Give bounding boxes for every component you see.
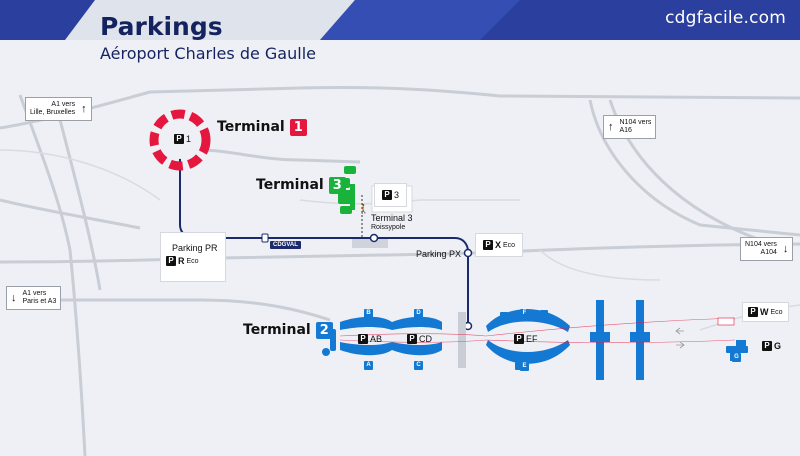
shuttle-route — [179, 152, 469, 325]
shuttle-badge: CDGVAL — [270, 233, 301, 251]
gate-d[interactable]: D — [414, 309, 423, 318]
arrow-down-icon: ↓ — [11, 291, 17, 304]
gate-a[interactable]: A — [364, 361, 373, 370]
station-label-parking-px: Parking PX — [416, 249, 462, 259]
station-terminal3 — [369, 233, 379, 243]
station-label-roissypole: Roissypole — [371, 224, 406, 231]
gate-c[interactable]: C — [414, 361, 423, 370]
terminal1-badge: 1 — [289, 119, 307, 136]
svg-text:🚶: 🚶 — [358, 203, 369, 214]
terminal1-building — [149, 109, 211, 171]
station-label-parking-pr: Parking PR — [172, 243, 218, 253]
gate-g[interactable]: G — [732, 353, 741, 362]
brand-link[interactable]: cdgfacile.com — [665, 8, 786, 28]
page-title: Parkings — [100, 12, 223, 41]
gate-e[interactable]: E — [520, 362, 529, 371]
terminal2-badge: 2 — [315, 322, 333, 339]
background-roads — [0, 85, 800, 456]
arrow-up-icon: ↑ — [608, 120, 614, 133]
station-parking-px — [463, 248, 473, 258]
gate-f[interactable]: F — [520, 309, 529, 318]
terminal2-building — [330, 300, 748, 380]
terminal2-dot — [322, 348, 330, 356]
station-label-terminal3: Terminal 3 — [371, 213, 413, 223]
gate-b[interactable]: B — [364, 309, 373, 318]
arrow-down-icon: ↓ — [782, 242, 789, 255]
terminal3-badge: 3 — [328, 177, 346, 194]
page-subtitle: Aéroport Charles de Gaulle — [100, 44, 316, 63]
arrow-up-icon: ↑ — [81, 102, 87, 115]
